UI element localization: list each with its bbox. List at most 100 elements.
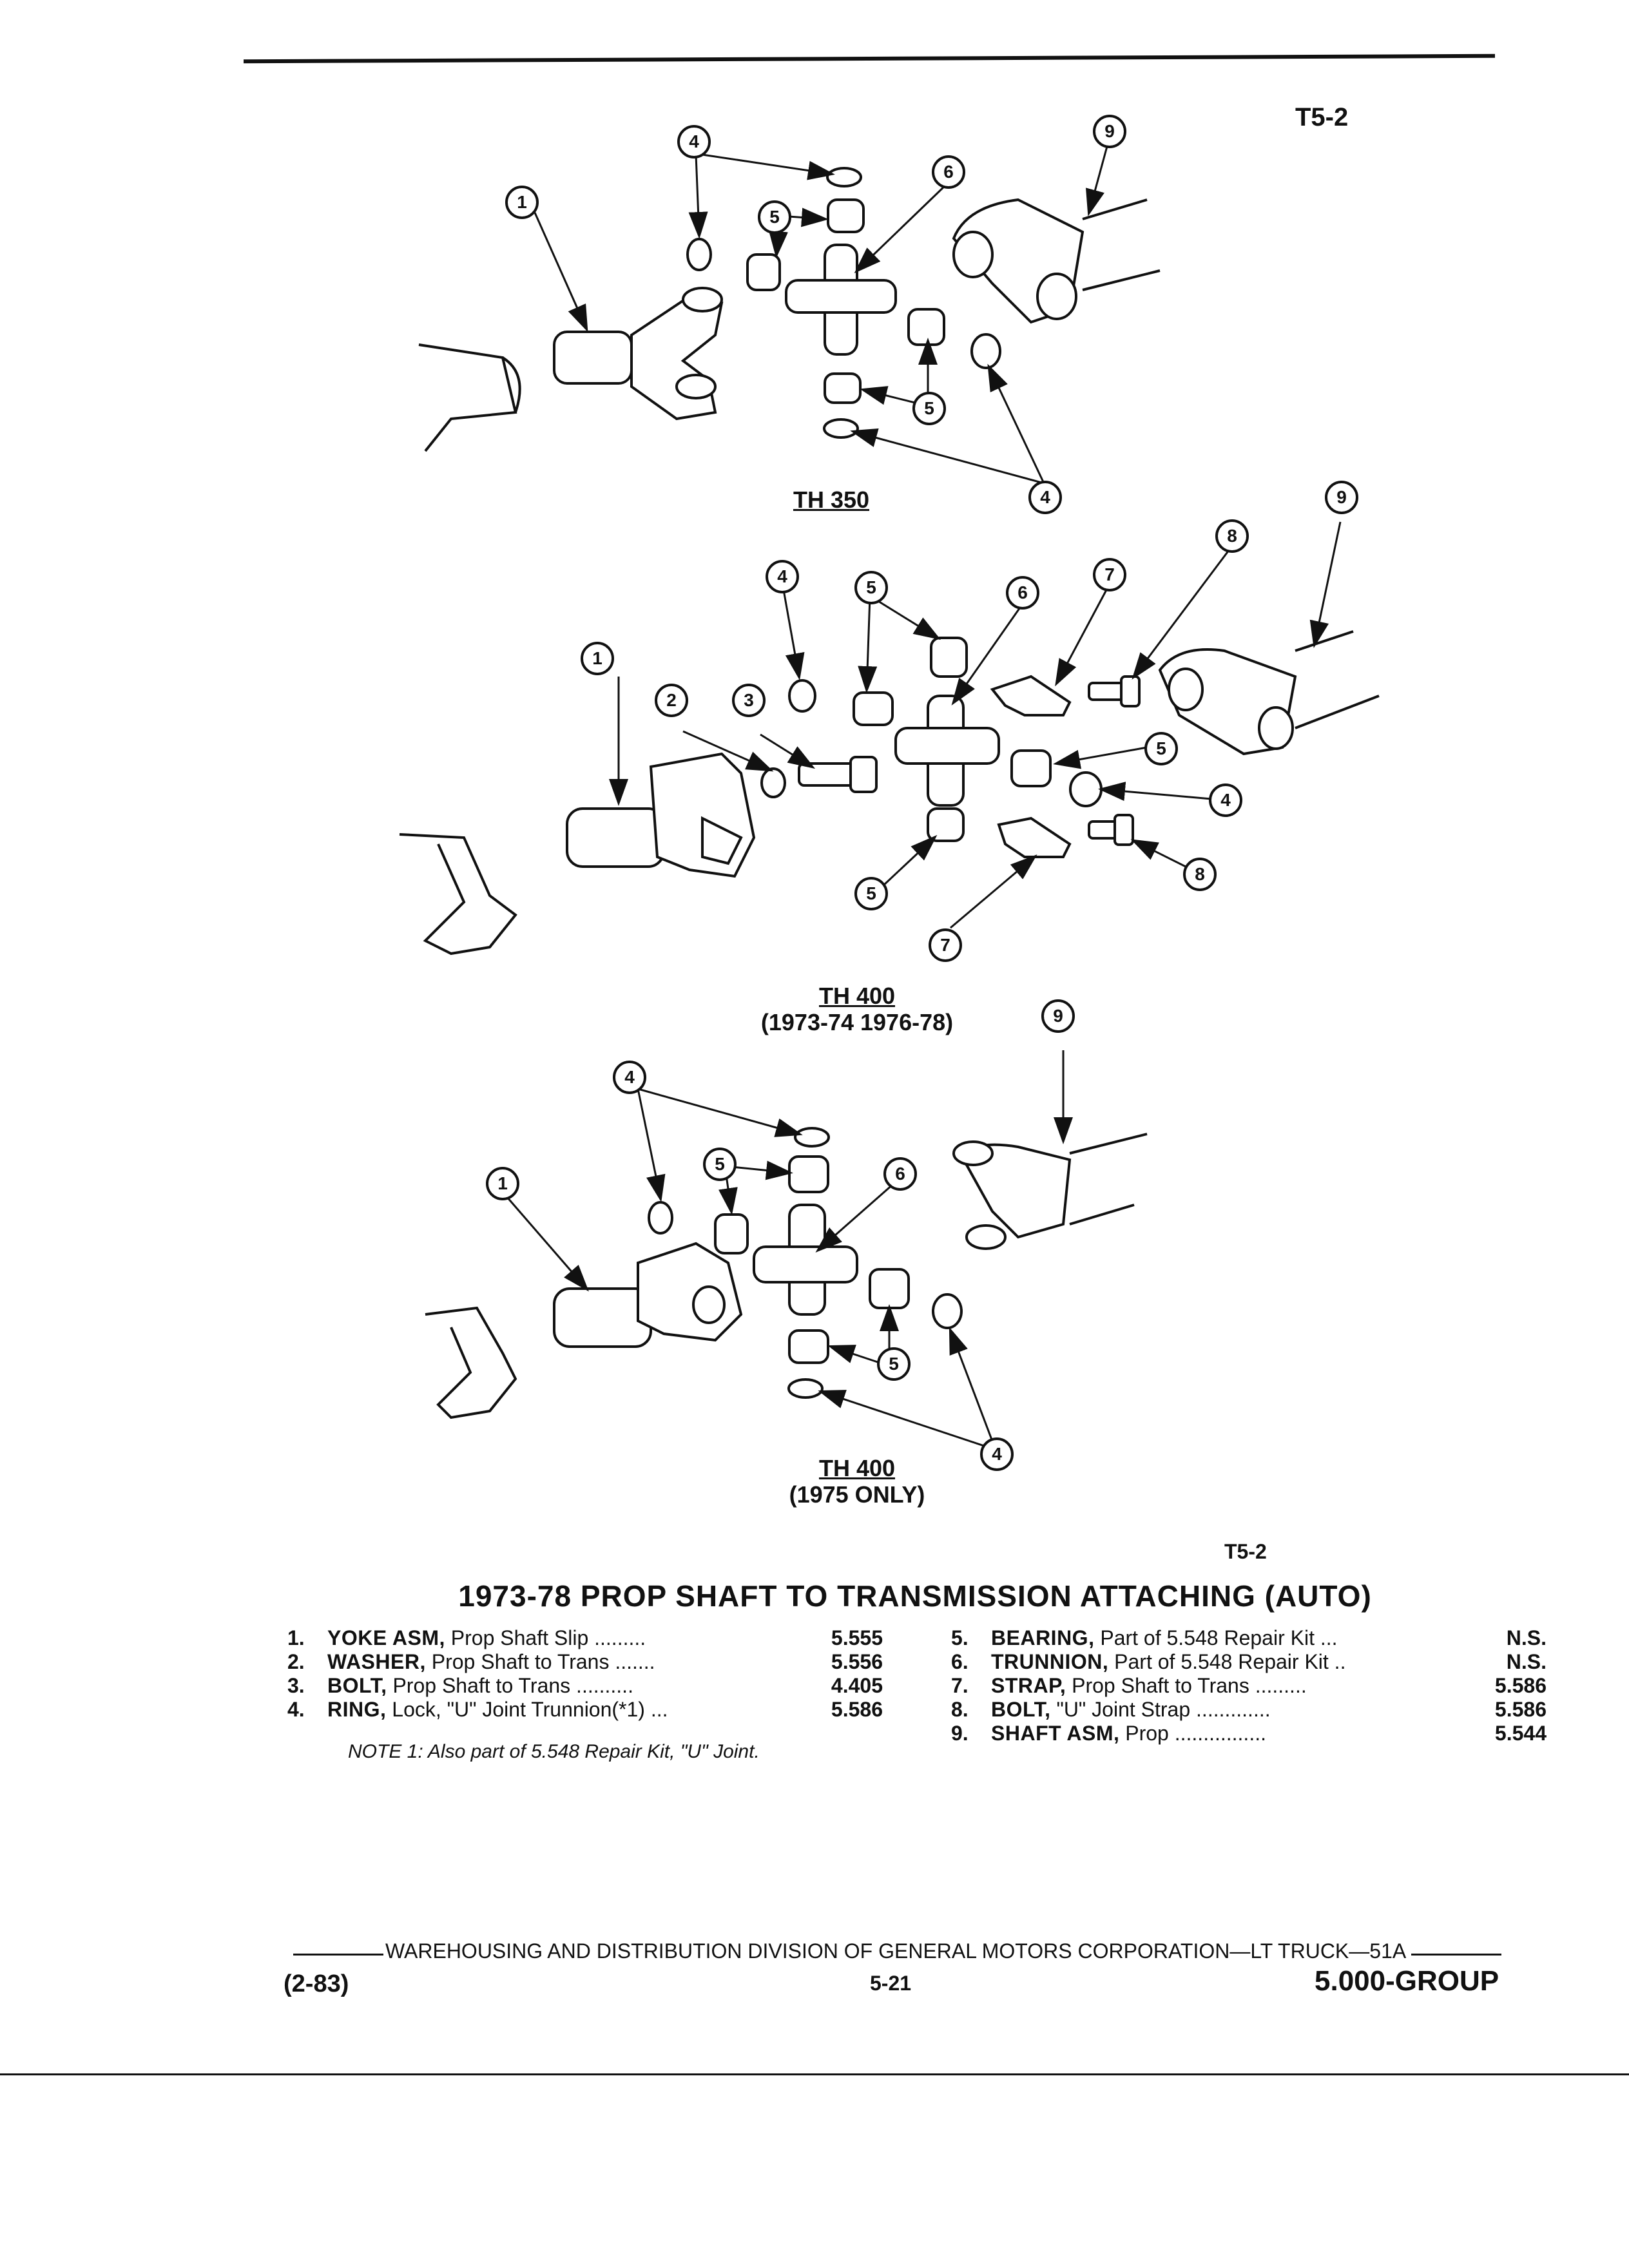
strap-bolt-part [1088, 814, 1134, 846]
part-detail: Lock, "U" Joint Trunnion(*1) [392, 1698, 645, 1721]
part-detail: Prop Shaft to Trans [431, 1650, 610, 1673]
part-name: YOKE ASM, [327, 1626, 445, 1649]
bearing-cup [746, 253, 781, 291]
lock-ring [648, 1201, 673, 1235]
prop-shaft-part [952, 1133, 1148, 1250]
leader-dots: ............. [1196, 1698, 1271, 1721]
slip-yoke-part [553, 287, 724, 421]
part-group-code: 5.555 [831, 1626, 883, 1649]
footer-rule-left [293, 1954, 383, 1956]
trunnion-cross [785, 244, 897, 356]
part-detail: Prop Shaft Slip [450, 1626, 589, 1649]
transmission-housing [418, 343, 521, 452]
bearing-cup [788, 1329, 829, 1364]
part-group-code: N.S. [1506, 1626, 1547, 1649]
part-number: 8. [951, 1698, 969, 1721]
callout-number: 4 [1209, 783, 1242, 817]
lock-ring [686, 238, 712, 271]
part-number: 9. [951, 1722, 969, 1745]
lock-ring [932, 1293, 963, 1329]
callout-number: 1 [505, 186, 539, 219]
footer-publisher: WAREHOUSING AND DISTRIBUTION DIVISION OF… [385, 1939, 1407, 1963]
bearing-cup [827, 198, 865, 233]
footer-rule-right [1411, 1954, 1501, 1956]
callout-number: 6 [1006, 576, 1039, 610]
part-number: 4. [287, 1698, 305, 1721]
lock-ring [794, 1127, 830, 1148]
part-number: 1. [287, 1626, 305, 1649]
parts-list-right: 5. BEARING, Part of 5.548 Repair Kit ... N… [947, 1626, 1550, 1745]
part-name: SHAFT ASM, [991, 1722, 1120, 1745]
parts-list-left: 1. YOKE ASM, Prop Shaft Slip ......... 5.5… [284, 1626, 887, 1722]
part-number: 5. [951, 1626, 969, 1649]
part-number: 6. [951, 1650, 969, 1673]
callout-number: 7 [1093, 558, 1126, 591]
leader-dots: ... [650, 1698, 668, 1721]
part-name: WASHER, [327, 1650, 426, 1673]
parts-row: 1. YOKE ASM, Prop Shaft Slip ......... 5.5… [284, 1626, 887, 1650]
parts-row: 8.BOLT, "U" Joint Strap .............5.5… [947, 1698, 1550, 1722]
bearing-cup [853, 691, 894, 726]
parts-row: 9.SHAFT ASM, Prop ................5.544 [947, 1722, 1550, 1745]
lock-ring [826, 167, 862, 187]
parts-row: 3.BOLT, Prop Shaft to Trans ..........4.… [284, 1674, 887, 1698]
exploded-diagrams [399, 141, 1380, 1451]
part-description: TRUNNION, Part of 5.548 Repair Kit .. [987, 1650, 1446, 1674]
page-ref-top: T5-2 [1295, 103, 1349, 131]
callout-number: 5 [854, 877, 888, 910]
caption-line: TH 400 [818, 983, 896, 1009]
bearing-cup [930, 637, 968, 678]
bearing-cup [927, 807, 965, 842]
diagram-th350 [418, 141, 1161, 485]
caption-line: (1973-74 1976-78) [760, 1009, 954, 1036]
callout-number: 8 [1183, 858, 1217, 891]
leader-dots: .. [1334, 1650, 1346, 1673]
trunnion-cross [753, 1204, 858, 1316]
callout-number: 5 [912, 392, 946, 425]
part-description: YOKE ASM, Prop Shaft Slip ......... [323, 1626, 782, 1650]
part-detail: Part of 5.548 Repair Kit [1114, 1650, 1329, 1673]
part-detail: Part of 5.548 Repair Kit [1100, 1626, 1315, 1649]
footer-page-number: 5-21 [870, 1972, 912, 1995]
bearing-cup [907, 308, 945, 346]
diagram-caption: TH 400 (1973-74 1976-78) [722, 983, 992, 1036]
slip-yoke-part [553, 1242, 743, 1348]
callout-number: 4 [613, 1061, 646, 1094]
bearing-cup [714, 1213, 749, 1254]
callout-number: 4 [677, 125, 711, 159]
callout-number: 9 [1041, 999, 1075, 1033]
parts-row: 5. BEARING, Part of 5.548 Repair Kit ... N… [947, 1626, 1550, 1650]
part-name: RING, [327, 1698, 387, 1721]
parts-row: 4. RING, Lock, "U" Joint Trunnion(*1) ...… [284, 1698, 887, 1722]
callout-number: 4 [980, 1437, 1014, 1471]
footer-group: 5.000-GROUP [1315, 1965, 1499, 1997]
part-name: BOLT, [991, 1698, 1051, 1721]
callout-number: 8 [1215, 519, 1249, 553]
lock-ring [823, 418, 859, 439]
callout-number: 9 [1093, 115, 1126, 148]
callout-number: 4 [1028, 481, 1062, 514]
strap-part [997, 816, 1072, 858]
strap-bolt-part [1088, 675, 1141, 707]
callout-number: 3 [732, 684, 766, 717]
transmission-housing [425, 1306, 517, 1419]
bearing-cup [824, 372, 862, 404]
part-name: BEARING, [991, 1626, 1095, 1649]
part-group-code: 5.544 [1494, 1722, 1547, 1745]
diagram-caption: TH 400 (1975 ONLY) [747, 1455, 967, 1508]
part-description: BOLT, "U" Joint Strap ............. [987, 1698, 1446, 1722]
bottom-rule [0, 2073, 1629, 2075]
leader-dots: .......... [576, 1674, 633, 1697]
callout-number: 5 [877, 1347, 911, 1381]
strap-part [990, 675, 1072, 716]
caption-line: (1975 ONLY) [789, 1481, 925, 1508]
callout-number: 5 [758, 200, 791, 234]
part-group-code: N.S. [1506, 1650, 1547, 1673]
caption-line: TH 350 [793, 486, 870, 513]
callout-number: 9 [1325, 481, 1358, 514]
bearing-cup [788, 1155, 829, 1193]
footer-date: (2-83) [284, 1970, 349, 1997]
part-description: BEARING, Part of 5.548 Repair Kit ... [987, 1626, 1446, 1650]
leader-dots: ......... [594, 1626, 646, 1649]
page-ref-bottom: T5-2 [1224, 1540, 1267, 1563]
